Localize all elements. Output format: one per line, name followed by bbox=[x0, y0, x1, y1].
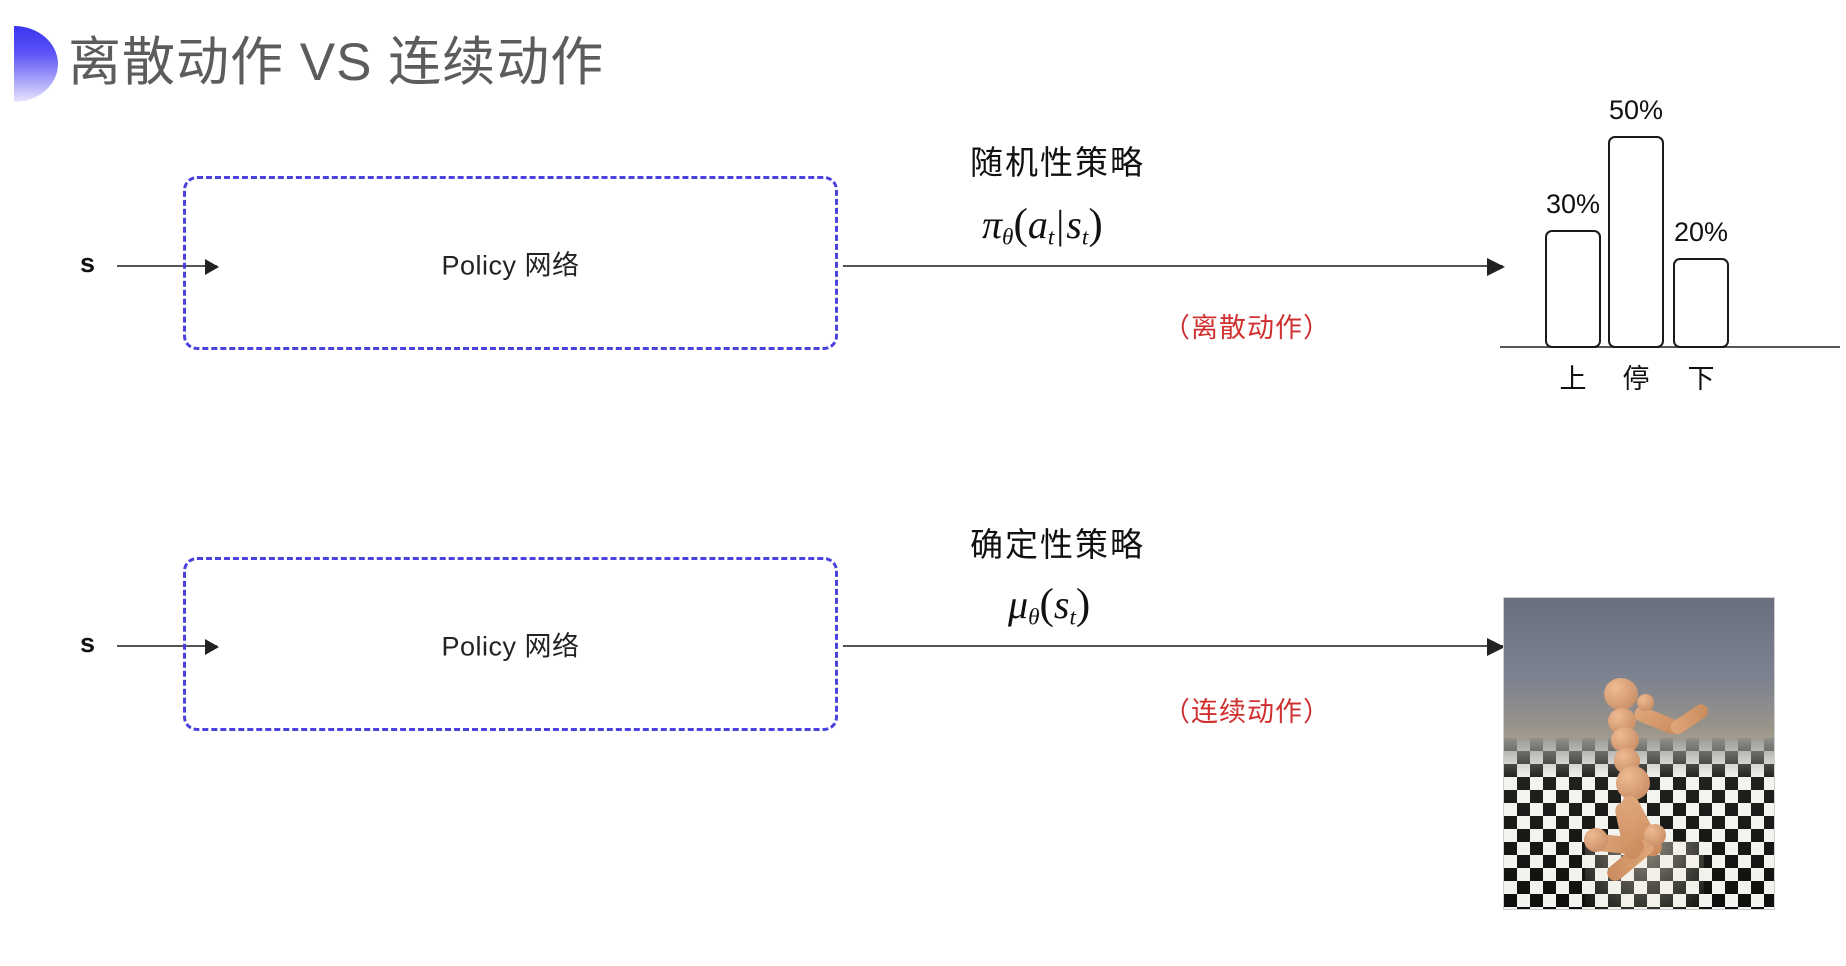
bar-rect-down bbox=[1673, 258, 1729, 348]
slide-bottom-edge bbox=[0, 961, 1846, 966]
policy-to-output-arrow-top bbox=[843, 258, 1505, 276]
formula2-arg1: s bbox=[1053, 582, 1070, 627]
deterministic-policy-label: 确定性策略 bbox=[970, 526, 1145, 563]
chart-baseline bbox=[1500, 346, 1840, 348]
bar-rect-stop bbox=[1608, 136, 1664, 348]
state-label-top: s bbox=[80, 248, 96, 278]
policy-network-label-bottom: Policy 网络 bbox=[441, 631, 580, 662]
policy-to-output-arrow-bottom bbox=[843, 638, 1505, 656]
bar-category-up: 上 bbox=[1559, 364, 1587, 394]
formula-fn: π bbox=[982, 202, 1003, 247]
bar-rect-up bbox=[1545, 230, 1601, 348]
formula-close-paren: ) bbox=[1088, 201, 1103, 248]
formula-arg2: s bbox=[1066, 202, 1082, 247]
humanoid-pelvis bbox=[1616, 766, 1650, 800]
formula-bar: | bbox=[1056, 202, 1065, 247]
sky-background bbox=[1504, 598, 1774, 745]
continuous-action-note: （连续动作） bbox=[1163, 697, 1331, 727]
state-to-policy-arrow-top bbox=[117, 259, 219, 275]
bar-value-down: 20% bbox=[1673, 217, 1729, 247]
bar-category-down: 下 bbox=[1687, 364, 1715, 394]
humanoid-simulation-image bbox=[1503, 597, 1775, 910]
humanoid-head bbox=[1604, 678, 1638, 710]
formula-arg1-sub: t bbox=[1047, 224, 1055, 251]
formula-sub: θ bbox=[1002, 224, 1014, 251]
bar-category-stop: 停 bbox=[1622, 364, 1650, 394]
formula-arg1: a bbox=[1027, 202, 1048, 247]
action-probability-bar-chart: 30% 上 50% 停 20% 下 bbox=[1500, 95, 1840, 415]
policy-network-box-bottom[interactable]: Policy 网络 bbox=[183, 557, 838, 731]
discrete-action-note: （离散动作） bbox=[1163, 313, 1331, 343]
title-accent-shape bbox=[14, 26, 58, 102]
formula2-close-paren: ) bbox=[1075, 581, 1091, 628]
page-title: 离散动作 VS 连续动作 bbox=[68, 33, 605, 92]
humanoid-heel bbox=[1584, 828, 1608, 852]
policy-network-label-top: Policy 网络 bbox=[441, 250, 580, 281]
stochastic-policy-label: 随机性策略 bbox=[970, 144, 1145, 181]
humanoid-hand bbox=[1637, 694, 1654, 711]
humanoid-knee bbox=[1644, 824, 1666, 846]
formula2-fn: μ bbox=[1008, 582, 1029, 627]
bar-value-up: 30% bbox=[1545, 189, 1601, 219]
state-to-policy-arrow-bottom bbox=[117, 639, 219, 655]
state-label-bottom: s bbox=[80, 628, 96, 658]
policy-network-box-top[interactable]: Policy 网络 bbox=[183, 176, 838, 350]
formula2-sub: θ bbox=[1028, 604, 1040, 631]
deterministic-policy-formula: μθ(st) bbox=[1008, 580, 1090, 631]
formula-open-paren: ( bbox=[1013, 201, 1028, 248]
bar-value-stop: 50% bbox=[1608, 95, 1664, 125]
formula-arg2-sub: t bbox=[1081, 224, 1089, 251]
formula2-open-paren: ( bbox=[1039, 581, 1054, 628]
formula2-arg1-sub: t bbox=[1069, 604, 1076, 631]
stochastic-policy-formula: πθ(at|st) bbox=[982, 200, 1103, 251]
